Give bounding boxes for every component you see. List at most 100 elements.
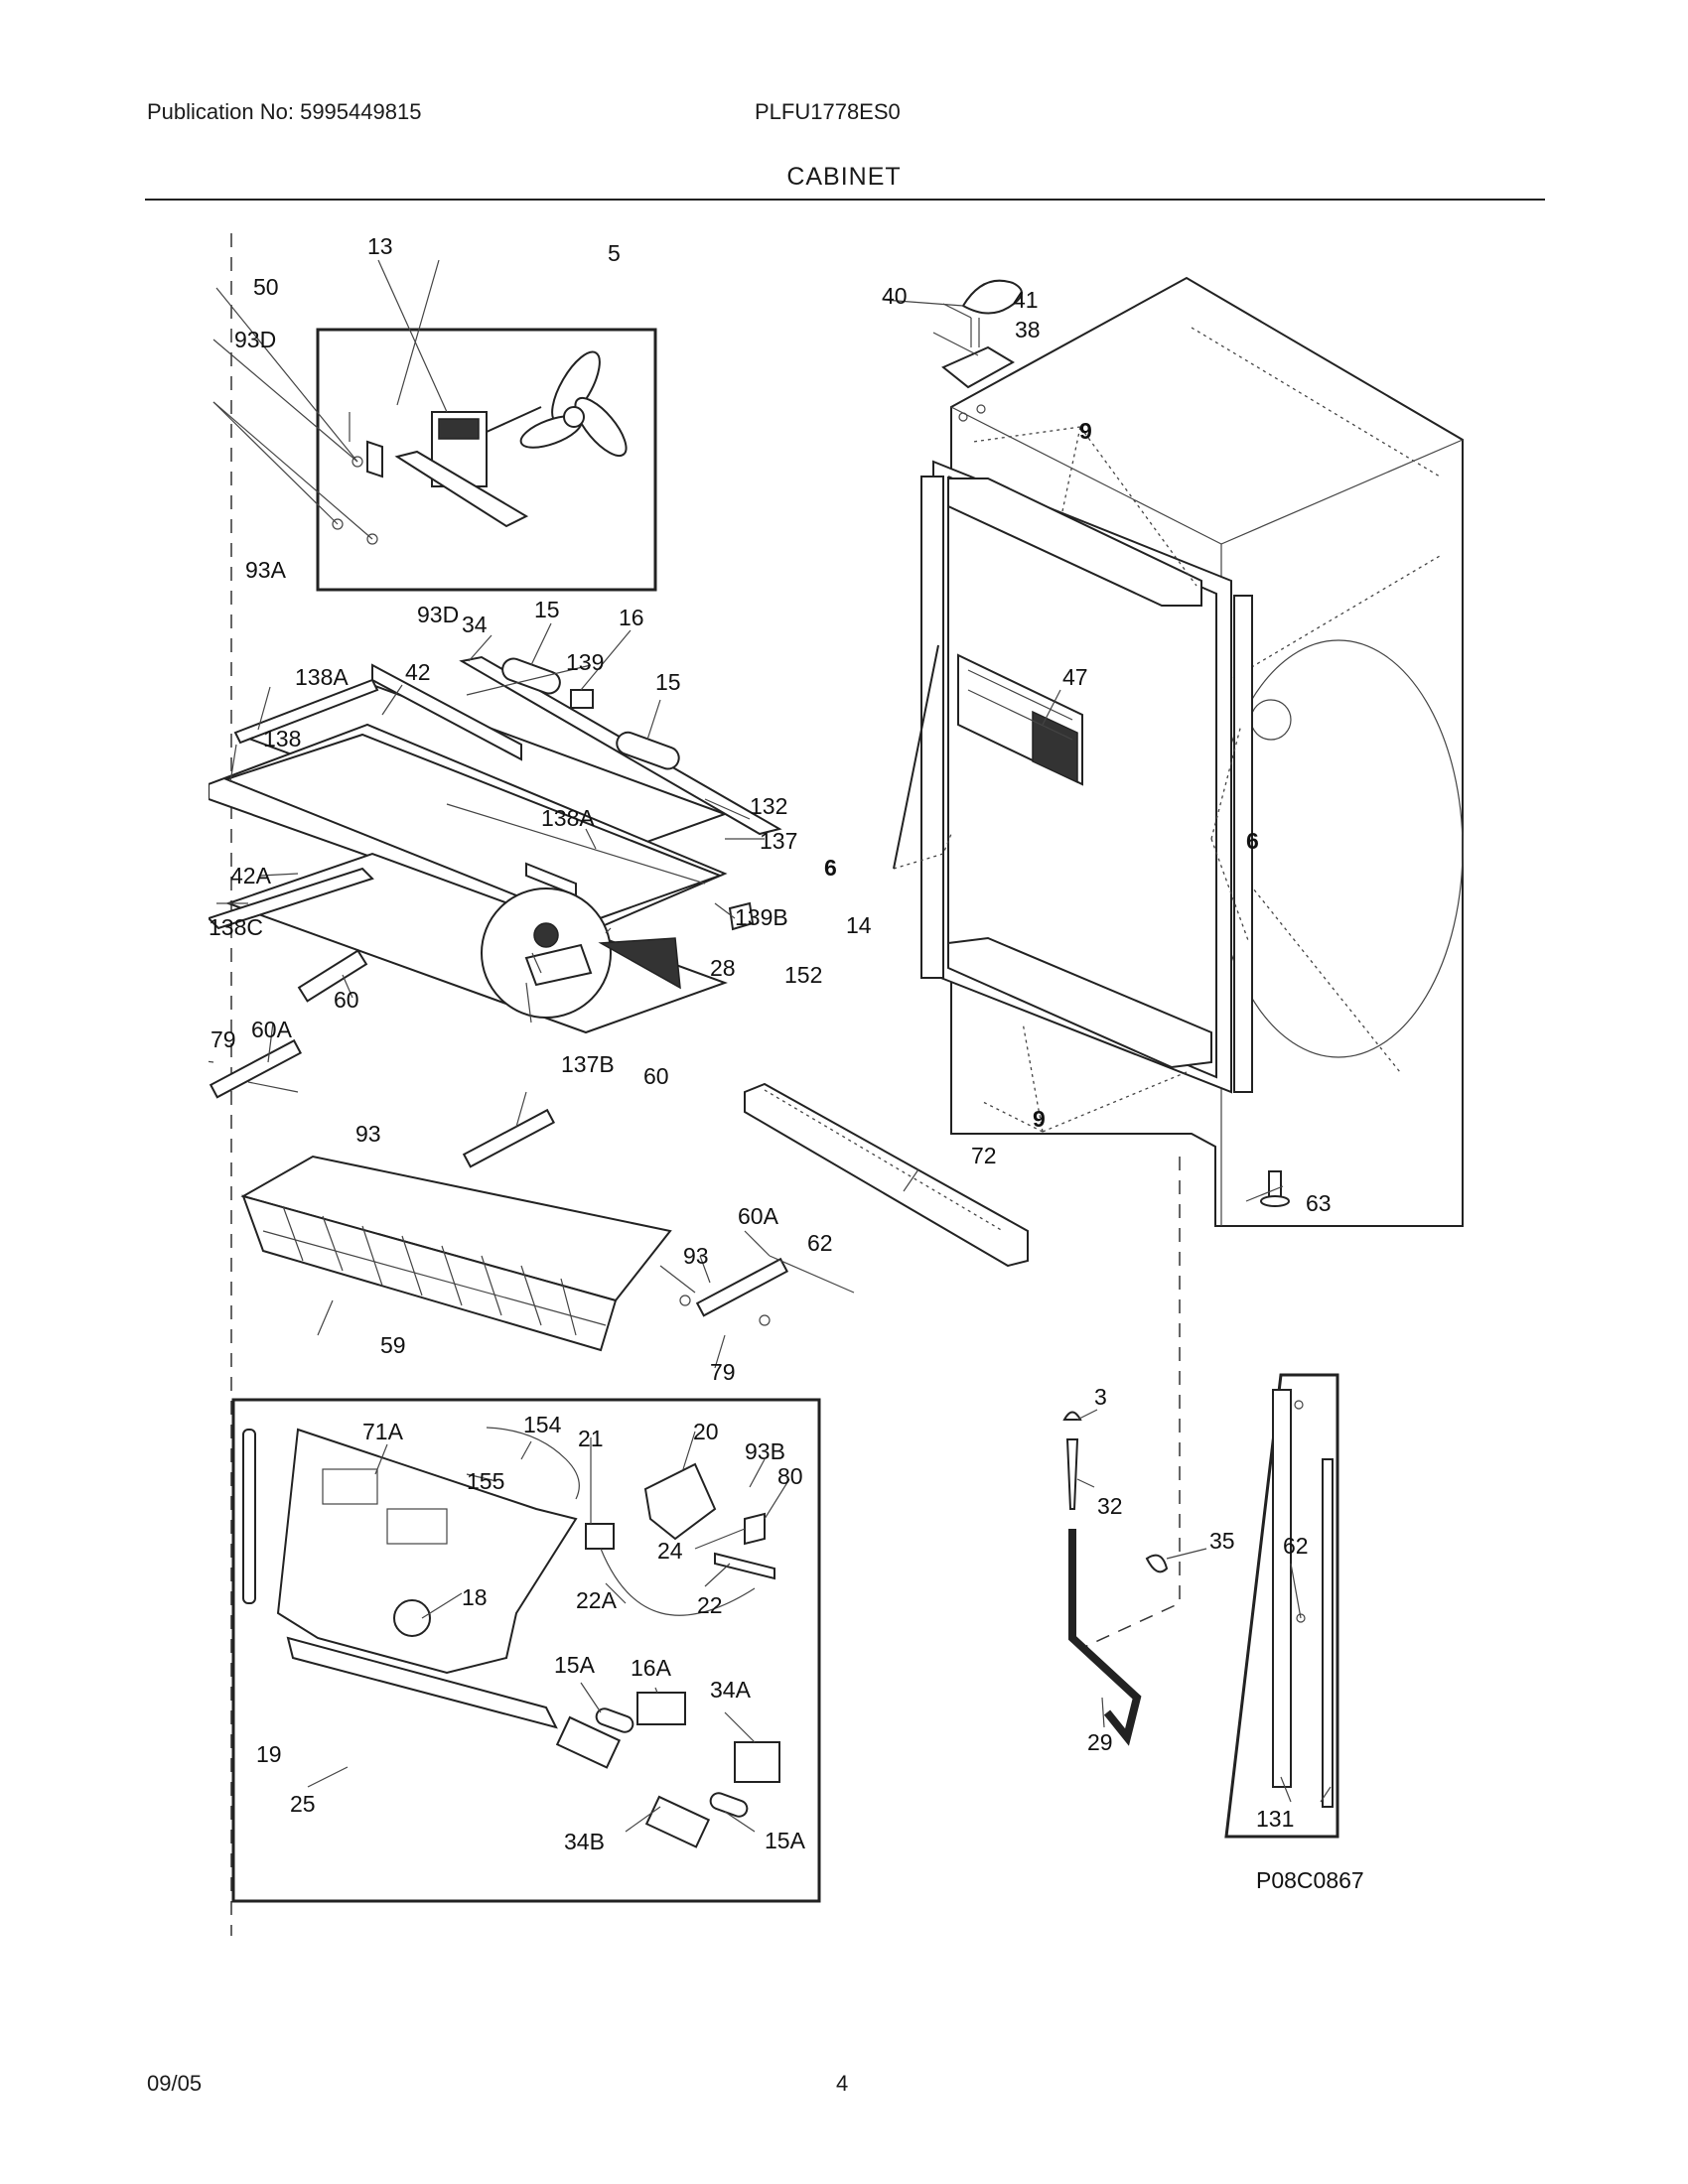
shelf-rail-139 [371, 663, 522, 761]
label-139: 139 [566, 649, 604, 675]
label-60-lower: 60 [643, 1063, 669, 1089]
label-9-top: 9 [1079, 418, 1092, 444]
right-reference-line [1081, 1157, 1181, 1649]
label-6-left: 6 [824, 855, 837, 881]
label-38: 38 [1015, 317, 1041, 342]
model-number: PLFU1778ES0 [755, 99, 901, 124]
label-137b: 137B [561, 1051, 615, 1077]
light-housing-34A [734, 1741, 780, 1783]
label-9-bottom: 9 [1033, 1106, 1046, 1132]
drain-tube-29 [1068, 1529, 1142, 1746]
publication-number: Publication No: 5995449815 [147, 99, 422, 124]
label-60-upper: 60 [334, 987, 359, 1013]
control-box-inset [231, 1398, 821, 1903]
label-93d-bottom: 93D [417, 602, 459, 627]
cabinet-exploded-diagram: 13 5 50 93D 93A 93D 40 41 38 9 34 15 16 … [209, 233, 1464, 1936]
light-socket-16 [570, 689, 594, 709]
label-138a-middle: 138A [541, 805, 595, 831]
label-138: 138 [263, 726, 301, 751]
label-15a-left: 15A [554, 1652, 596, 1678]
label-93d-top: 93D [234, 327, 276, 352]
shelf-support-60A-left [209, 1038, 303, 1099]
cabinet-body [920, 276, 1464, 1227]
footer-date: 09/05 [147, 2071, 203, 2096]
label-137: 137 [760, 828, 797, 854]
label-72: 72 [971, 1143, 997, 1168]
label-42a: 42A [230, 863, 272, 888]
label-60a-right: 60A [738, 1203, 779, 1229]
label-79-right: 79 [710, 1359, 736, 1385]
label-16: 16 [619, 605, 644, 630]
label-50: 50 [253, 274, 279, 300]
label-15a-right: 15A [765, 1828, 806, 1853]
side-rail-131-left [1272, 1389, 1292, 1788]
label-60a-left: 60A [251, 1017, 293, 1042]
bracket-80 [744, 1512, 766, 1546]
label-40: 40 [882, 283, 908, 309]
label-93-left: 93 [355, 1121, 381, 1147]
fan-blade [519, 350, 628, 458]
label-155: 155 [467, 1468, 504, 1494]
lower-shelf-trim-138C [209, 867, 374, 930]
label-93-right: 93 [683, 1243, 709, 1269]
page-number: 4 [836, 2071, 849, 2096]
bottom-trim-rail [947, 936, 1212, 1069]
label-152: 152 [784, 962, 822, 988]
light-bulb-15-lower [616, 731, 680, 770]
lens-34B-right [644, 1795, 711, 1848]
label-139b: 139B [735, 904, 788, 930]
label-3: 3 [1094, 1384, 1107, 1410]
label-15-lower: 15 [655, 669, 681, 695]
kick-plate-grille-72 [744, 1082, 1029, 1268]
control-cover-panel [242, 1428, 578, 1729]
bottom-strip-25 [286, 1636, 558, 1729]
label-138c: 138C [209, 914, 263, 940]
label-41: 41 [1013, 287, 1039, 313]
wire-harness-154 [486, 1427, 580, 1500]
shelf-frame-137 [223, 733, 723, 925]
capillary-22A [600, 1548, 756, 1616]
label-131: 131 [1256, 1806, 1294, 1832]
side-rail-131-right [1322, 1458, 1334, 1808]
bracket-part-14 [728, 901, 755, 931]
label-132: 132 [750, 793, 787, 819]
part-labels: 13 5 50 93D 93A 93D 40 41 38 9 34 15 16 … [209, 233, 1364, 1893]
label-22: 22 [697, 1592, 723, 1618]
wire-basket-59 [240, 1155, 672, 1352]
label-32: 32 [1097, 1493, 1123, 1519]
strip-22 [714, 1552, 775, 1580]
light-housing-16A [636, 1692, 686, 1725]
fan-motor-inset [316, 328, 657, 592]
bulb-15A-left [595, 1707, 634, 1733]
handle-part-40 [961, 279, 1023, 315]
label-6-right: 6 [1246, 828, 1259, 854]
label-5: 5 [608, 240, 621, 266]
label-34: 34 [462, 612, 488, 637]
leader-lines [209, 259, 1332, 1833]
header-rule [145, 199, 1545, 201]
label-16a: 16A [631, 1655, 672, 1681]
knob-18 [393, 1599, 431, 1637]
drain-fitting-32 [1065, 1438, 1079, 1510]
label-35: 35 [1209, 1528, 1235, 1554]
label-22a: 22A [576, 1587, 618, 1613]
evaporator-fan-motor [366, 406, 542, 528]
label-80: 80 [777, 1463, 803, 1489]
label-21: 21 [578, 1426, 604, 1451]
hinge-detail-pointer [598, 937, 681, 990]
side-trim-19 [242, 1429, 256, 1604]
label-28: 28 [710, 955, 736, 981]
label-34a: 34A [710, 1677, 752, 1703]
label-34b: 34B [564, 1829, 605, 1854]
label-59: 59 [380, 1332, 406, 1358]
shelf-support-60-lower [462, 1108, 556, 1168]
label-25: 25 [290, 1791, 316, 1817]
label-18: 18 [462, 1584, 488, 1610]
glass-shelf-assembly [209, 663, 728, 1034]
label-13: 13 [367, 233, 393, 259]
label-93b: 93B [745, 1438, 785, 1464]
top-trim-rail [947, 478, 1202, 607]
label-62-right: 62 [1283, 1533, 1309, 1559]
label-79-left: 79 [211, 1026, 236, 1052]
label-14: 14 [846, 912, 872, 938]
